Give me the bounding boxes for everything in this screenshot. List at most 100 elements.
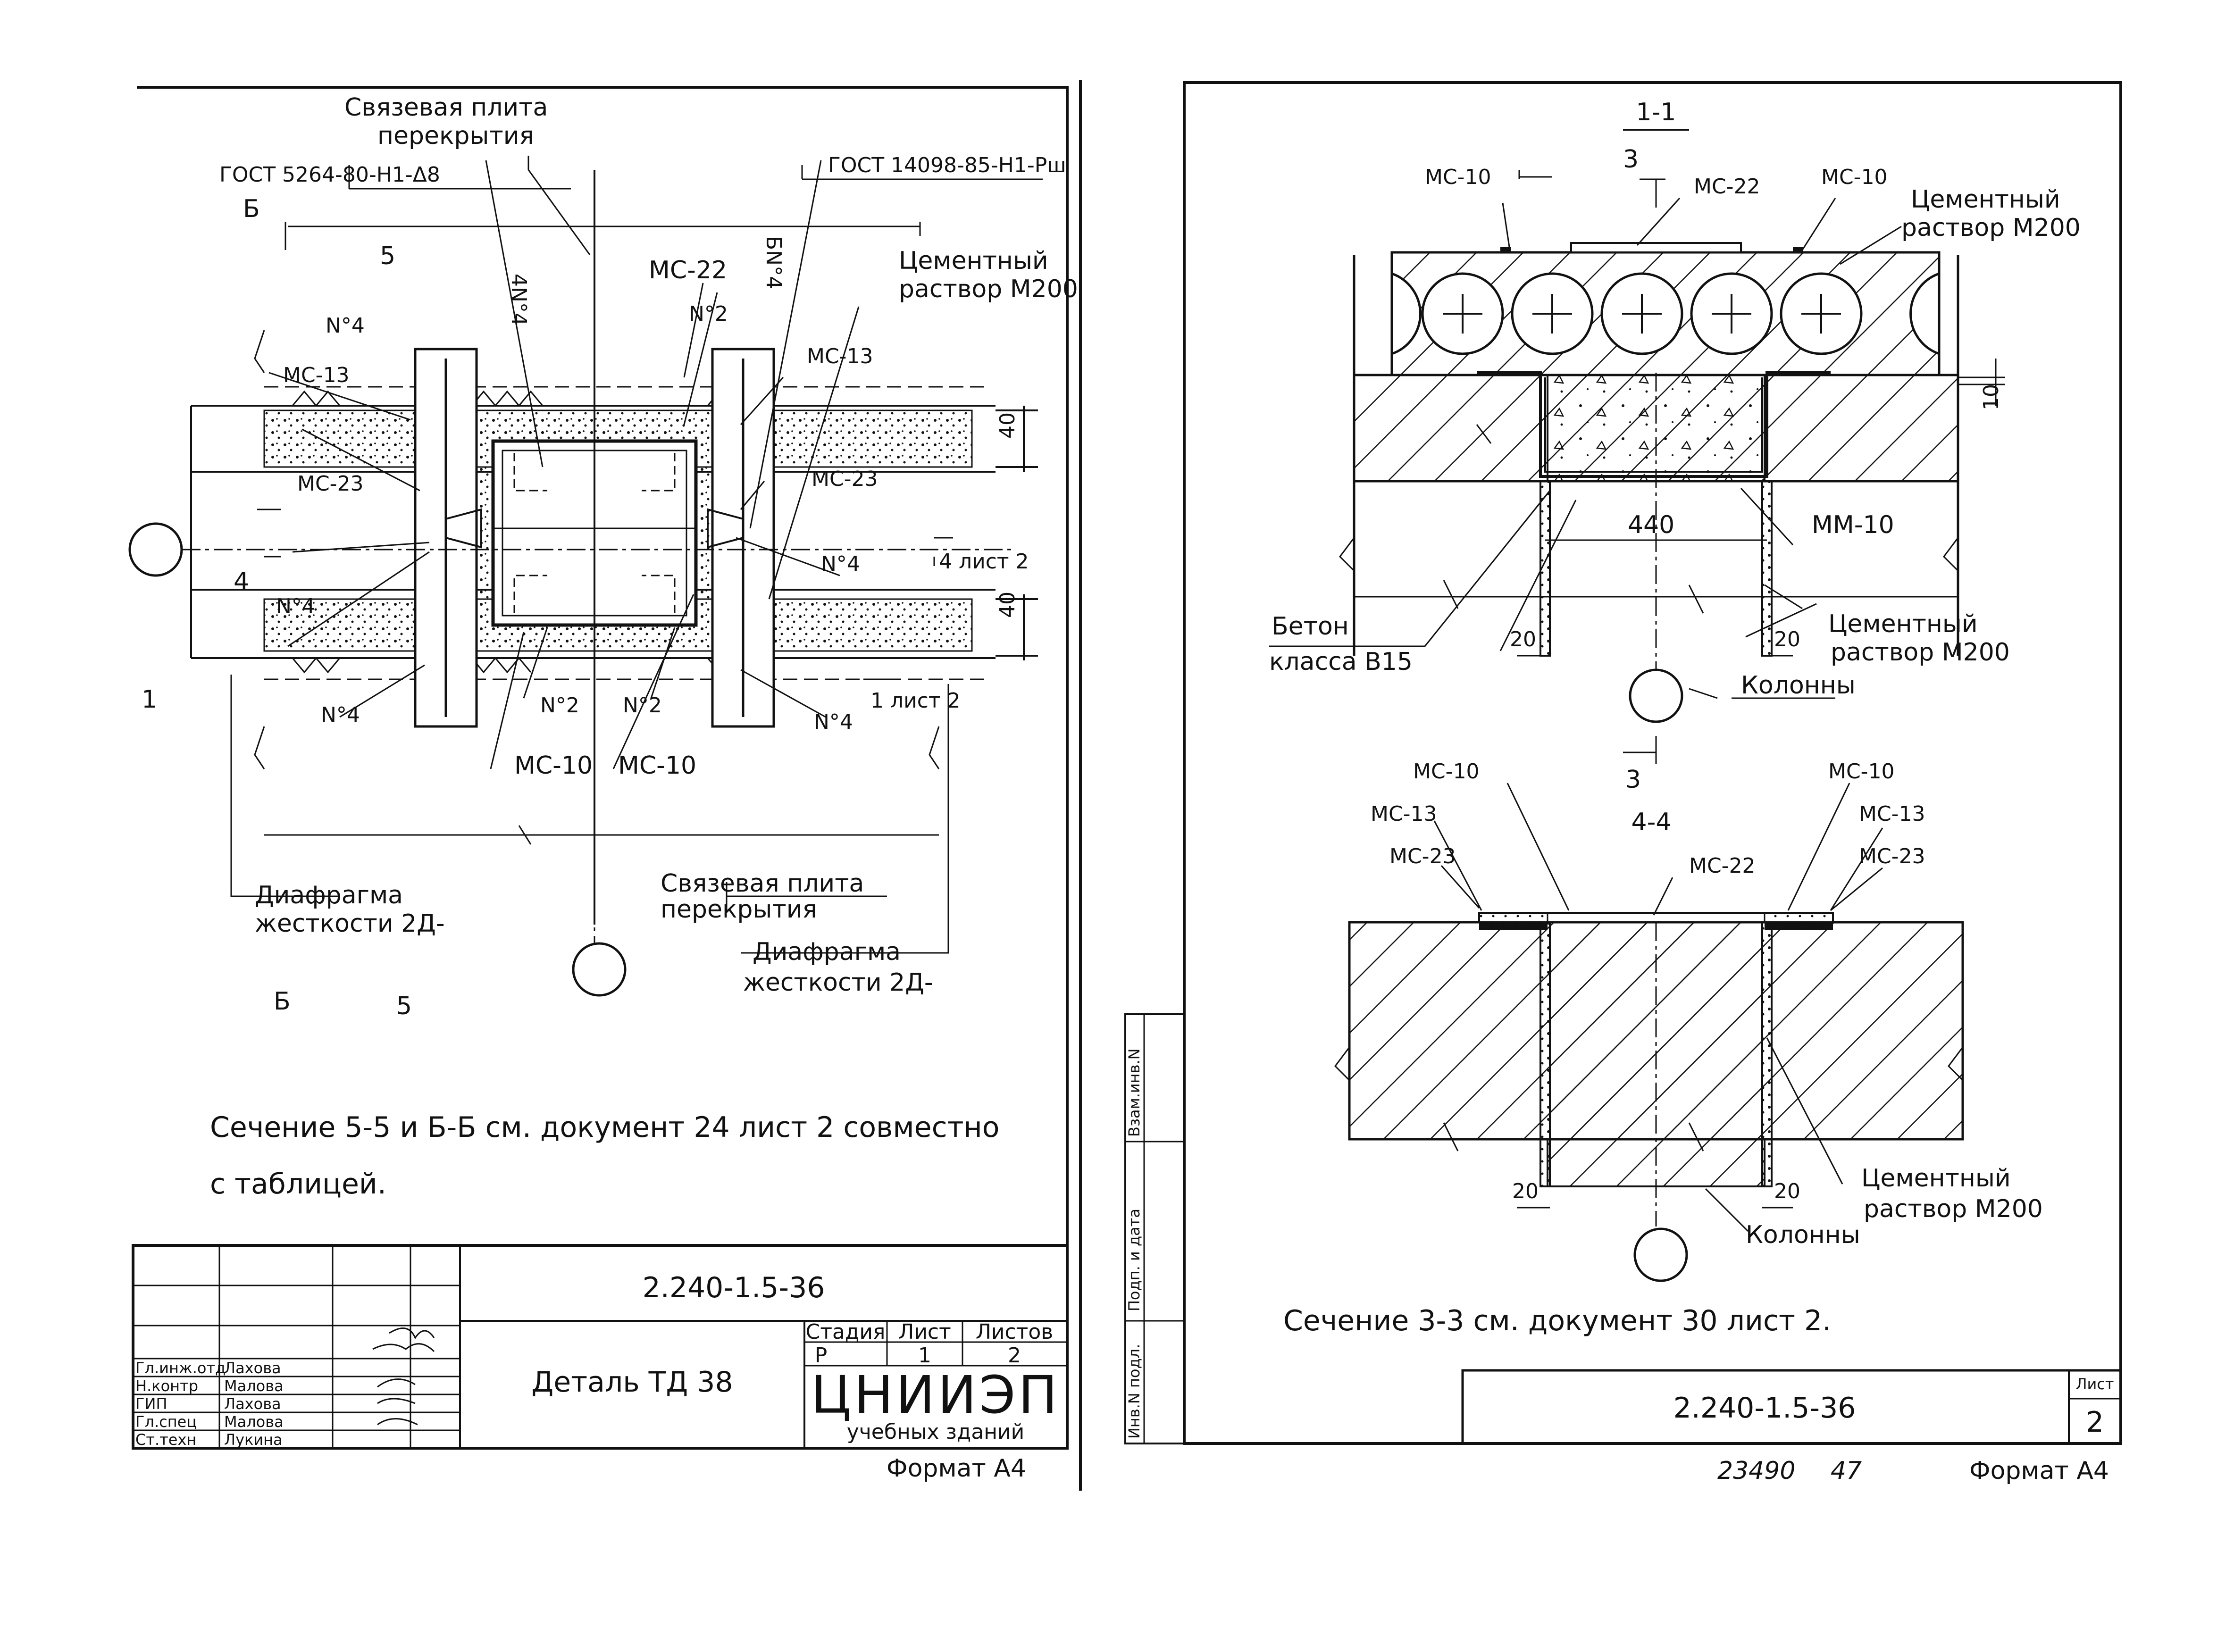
label-diaphragm-right-1: Диафрагма [753,938,901,966]
label-diaphragm-left-1: Диафрагма [255,881,403,909]
title-block-stage: Р [815,1343,828,1368]
label-bottom-plate-1: Связевая плита [661,869,864,898]
label-top-plate-2: перекрытия [377,122,534,150]
title-block-title: Деталь ТД 38 [531,1366,733,1399]
section-1-cement-2: раствор М200 [1901,214,2081,242]
label-dim-40-top: 40 [996,412,1020,439]
section-1-mc22: МС-22 [1694,175,1760,199]
plan-detail-graphic [128,156,1043,997]
left-sheet: Связевая плита перекрытия ГОСТ 5264-80-Н… [128,86,1078,1483]
label-cement-1: Цементный [899,247,1048,275]
label-mc13-right: МС-13 [807,344,873,368]
title-block-row-4-name: Лукина [224,1431,283,1449]
title-block-row-3-name: Малова [224,1413,284,1431]
title-block-sheet: 1 [918,1343,931,1368]
title-block [132,1244,1069,1450]
label-cut-4: 4 [234,567,249,596]
section-1-concrete-2: класса В15 [1269,648,1413,676]
label-cut-5-top: 5 [380,242,395,270]
label-gost-left: ГОСТ 5264-80-Н1-Δ8 [219,163,440,187]
title-block-row-1-name: Малова [224,1377,284,1395]
label-cement-2: раствор М200 [899,275,1078,303]
label-diaphragm-right-2: жесткости 2Д- [743,968,933,997]
label-n4-a: N°4 [326,314,365,338]
label-mc10-right: МС-10 [618,751,696,780]
label-cut-1-left: 1 [142,685,157,714]
section-4-mc10-left: МС-10 [1413,759,1480,784]
label-cut-5-bottom: 5 [396,992,412,1020]
label-ref-1-sheet2: 1 лист 2 [870,689,961,713]
section-4-cement-2: раствор М200 [1864,1195,2043,1223]
title-block-row-0-role: Гл.инж.отд [135,1359,226,1377]
label-n2-bottom-right: N°2 [623,693,662,718]
section-4-mc23-left: МС-23 [1389,844,1456,868]
title-block-org-2: учебных зданий [847,1420,1025,1444]
title-block-row-2-role: ГИП [135,1395,167,1413]
section-1-mc10-left: МС-10 [1425,165,1491,189]
label-n4-d: N°4 [321,703,360,727]
right-sheet-label: Лист [2075,1375,2114,1393]
section-1-dim-440: 440 [1628,511,1674,539]
section-4-cement-1: Цементный [1861,1164,2011,1193]
section-1-dim-10: 10 [1979,384,2003,410]
section-4-mc23-right: МС-23 [1859,844,1925,868]
section-1-mm10: ММ-10 [1812,511,1894,539]
section-1-mc10-right: МС-10 [1821,165,1888,189]
title-block-row-4-role: Ст.техн [135,1431,196,1449]
label-top-plate-1: Связевая плита [344,93,548,122]
title-block-sheets: 2 [1008,1343,1021,1368]
archive-page: 47 [1831,1457,1862,1485]
title-block-row-1-role: Н.контр [135,1377,198,1395]
section-4-mc22: МС-22 [1689,854,1756,878]
section-4-dim-20-right: 20 [1774,1179,1800,1203]
label-cut-b-bottom: Б [274,987,291,1016]
label-dim-40-bot: 40 [996,592,1020,618]
right-sheet-number: 2 [2086,1406,2104,1439]
section-1-cut-3: 3 [1623,145,1639,174]
left-note-line-1: Сечение 5-5 и Б-Б см. документ 24 лист 2… [210,1111,999,1144]
label-mc23-left: МС-23 [297,472,364,496]
section-1-dim-20-right: 20 [1774,627,1800,651]
side-stamp-podp-data: Подп. и дата [1125,1209,1143,1311]
section-1-cement-b-2: раствор М200 [1831,638,2010,667]
section-1-columns: Колонны [1741,671,1856,700]
side-stamp-inv-podl: Инв.N подл. [1125,1344,1143,1439]
section-4-mc10-right: МС-10 [1828,759,1895,784]
section-1-dim-20-left: 20 [1510,627,1536,651]
label-n2-top: N°2 [689,302,728,326]
section-1-title: 1-1 [1636,98,1676,126]
left-format-label: Формат А4 [887,1454,1026,1483]
title-block-sheets-header: Листов [976,1320,1053,1344]
title-block-org-1: ЦНИИЭП [811,1365,1060,1425]
side-stamp-vzam-inv: Взам.инв.N [1125,1048,1143,1137]
label-mc13-left: МС-13 [283,363,350,387]
archive-number: 23490 [1717,1457,1795,1485]
label-diaphragm-left-2: жесткости 2Д- [255,909,445,938]
label-bottom-plate-2: перекрытия [661,895,817,924]
label-mc22-plan: МС-22 [649,256,727,284]
section-4-4-graphic [1334,736,1964,1282]
label-n4-b: N°4 [821,552,860,576]
title-block-row-0-name: Лахова [224,1359,281,1377]
title-block-doc-code: 2.240-1.5-36 [643,1271,825,1304]
section-1-cement-b-1: Цементный [1828,610,1978,638]
right-sheet: Взам.инв.N Подп. и дата Инв.N подл. [1124,81,2122,1485]
section-1-concrete-1: Бетон [1272,612,1349,641]
title-block-row-3-role: Гл.спец [135,1413,197,1431]
left-note-line-2: с таблицей. [210,1168,386,1201]
right-note: Сечение 3-3 см. документ 30 лист 2. [1283,1304,1831,1337]
label-n4-e: N°4 [814,710,853,734]
section-4-columns: Колонны [1746,1221,1860,1249]
label-n4-vert-left: 4N°4 [507,274,531,326]
side-stamp [1124,1013,1185,1444]
label-mc23-right: МС-23 [812,467,878,491]
label-mc10-left: МС-10 [514,751,593,780]
section-4-cut-3: 3 [1625,766,1641,794]
label-cut-b-top: Б [243,195,260,223]
section-1-1-graphic [1269,170,2005,723]
title-block-stage-header: Стадия [806,1320,886,1344]
section-4-dim-20-left: 20 [1512,1179,1539,1203]
label-n4-vert-right: БN°4 [761,236,786,289]
label-ref-4-sheet2: 4 лист 2 [939,550,1029,574]
